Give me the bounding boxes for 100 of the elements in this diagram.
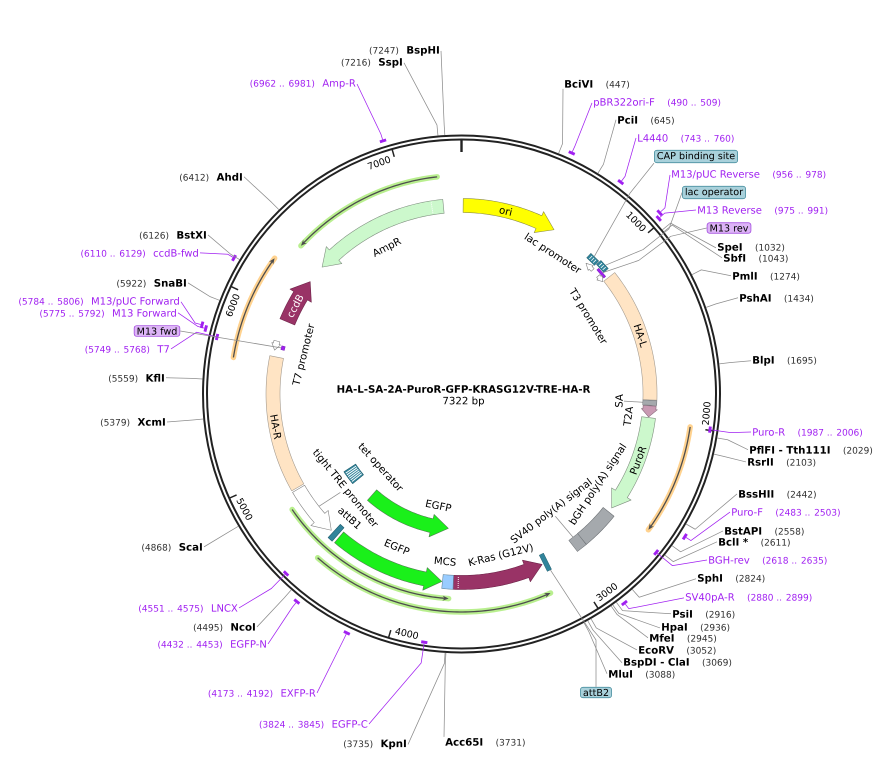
leader-line <box>200 252 234 258</box>
primer-mark <box>708 426 712 433</box>
feature-tag: attB2 <box>580 686 612 698</box>
leader-line <box>706 297 738 308</box>
enzyme-name: BstAPI <box>725 527 762 535</box>
primer-position: (5784 .. 5806) <box>19 298 83 306</box>
feature-block <box>642 400 658 406</box>
enzyme-name: MfeI <box>650 634 674 642</box>
site-position: (6126) <box>140 232 168 240</box>
primer-mark <box>653 549 660 556</box>
leader-line <box>408 652 446 745</box>
leader-line <box>268 602 296 644</box>
site-position: (7216) <box>342 58 370 67</box>
primer-position: (6962 .. 6981) <box>250 80 314 88</box>
primer-name: LNCX <box>212 604 238 612</box>
enzyme-name: BclI * <box>719 538 748 546</box>
leader-line <box>711 429 752 433</box>
primer-position: (490 .. 509) <box>668 98 720 107</box>
primer-mark <box>380 138 386 144</box>
enzyme-name: PsiI <box>673 610 692 618</box>
primer-mark <box>421 640 428 644</box>
leader-line <box>594 162 654 257</box>
primer-position: (956 .. 978) <box>773 170 826 179</box>
primer-mark <box>282 570 290 577</box>
enzyme-name: BspDI - ClaI <box>624 658 689 668</box>
primer-mark <box>200 321 204 328</box>
leader-line <box>624 598 684 610</box>
enzyme-name: ScaI <box>179 543 202 551</box>
site-marker <box>539 552 552 572</box>
enzyme-name: PmlI <box>733 272 757 280</box>
primer-mark <box>204 325 208 332</box>
leader-line <box>180 301 202 325</box>
site-position: (2916) <box>706 610 734 619</box>
enzyme-name: XcmI <box>138 418 165 426</box>
scale-number: 7000 <box>367 156 390 170</box>
site-position: (3052) <box>687 646 716 655</box>
leader-line <box>659 210 696 218</box>
primer-site-marker <box>280 346 286 351</box>
primer-name: SV40pA-R <box>686 593 734 603</box>
enzyme-name: SspI <box>379 58 402 68</box>
primer-name: pBR322ori-F <box>594 98 654 108</box>
primer-position: (6110 .. 6129) <box>81 250 145 258</box>
primer-mark <box>617 179 624 186</box>
enzyme-name: HpaI <box>662 623 687 633</box>
leader-line <box>718 360 752 364</box>
leader-line <box>444 652 446 738</box>
enzyme-name: NcoI <box>231 623 255 631</box>
primer-name: EXFP-R <box>282 689 316 697</box>
primer-name: M13 Forward <box>113 308 176 317</box>
primer-mark <box>568 150 576 156</box>
leader-line <box>166 418 204 422</box>
enzyme-name: SnaBI <box>154 279 186 287</box>
promoter-block <box>292 484 332 531</box>
primer-mark <box>621 600 628 606</box>
primer-position: (1987 .. 2006) <box>798 428 862 437</box>
site-position: (2442) <box>787 490 816 499</box>
site-position: (2945) <box>688 634 716 643</box>
enzyme-name: PciI <box>618 116 638 124</box>
leader-line <box>204 526 239 548</box>
site-position: (2936) <box>700 624 730 632</box>
primer-position: (975 .. 991) <box>775 206 828 215</box>
site-position: (7247) <box>370 46 398 55</box>
enzyme-name: BstXI <box>177 231 206 239</box>
leader-line <box>662 222 716 248</box>
leader-line <box>656 552 708 566</box>
site-position: (2611) <box>761 538 790 547</box>
enzyme-name: BspHI <box>407 46 439 56</box>
feature-tag: lac operator <box>682 186 746 200</box>
enzyme-name: EcoRV <box>639 646 674 654</box>
primer-name: L4440 <box>638 134 668 142</box>
leader-line <box>598 119 616 174</box>
enzyme-name: BssHII <box>739 490 774 498</box>
leader-line <box>316 634 347 694</box>
leader-line <box>587 620 622 664</box>
site-position: (3735) <box>344 740 372 748</box>
feature-label: MCS <box>434 556 456 566</box>
leader-line <box>621 138 636 182</box>
leader-line <box>554 516 574 538</box>
leader-line <box>166 377 203 380</box>
site-position: (645) <box>651 116 674 125</box>
site-position: (5922) <box>117 280 146 288</box>
leader-line <box>610 606 648 638</box>
primer-mark <box>215 334 220 340</box>
site-position: (1032) <box>756 244 784 252</box>
enzyme-name: PflFI - Tth111I <box>750 446 830 454</box>
leader-line <box>550 570 596 688</box>
primer-mark <box>656 215 662 222</box>
primer-mark <box>293 598 300 605</box>
leader-line <box>612 604 660 628</box>
scale-number: 2000 <box>702 402 710 425</box>
leader-line <box>368 643 424 724</box>
primer-position: (3824 .. 3845) <box>260 720 324 729</box>
leader-line <box>440 50 446 136</box>
enzyme-name: MluI <box>609 670 632 678</box>
primer-position: (2483 .. 2503) <box>776 508 840 517</box>
leader-line <box>572 102 592 152</box>
leader-line <box>664 224 722 258</box>
enzyme-name: SphI <box>698 574 722 584</box>
scale-number: 6000 <box>226 294 240 316</box>
leader-line <box>686 494 738 530</box>
